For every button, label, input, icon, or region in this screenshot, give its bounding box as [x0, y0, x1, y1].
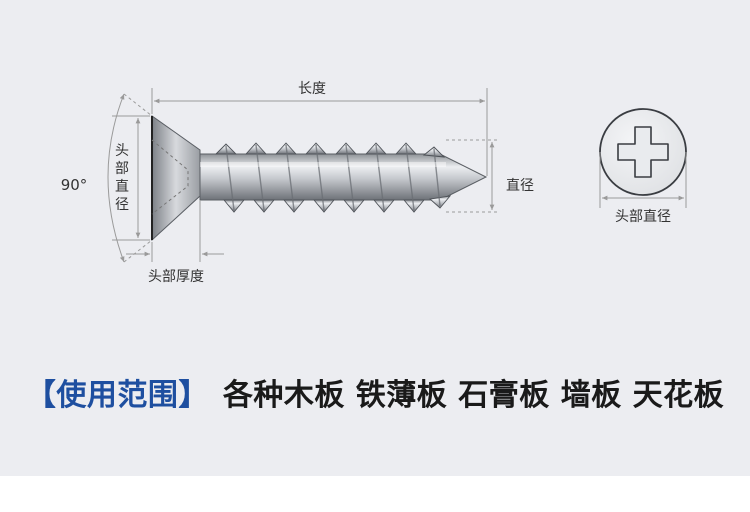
- screw-dimension-diagram: 长度 90° 头 部 直 径 头部厚度 直径 头部直径: [61, 81, 687, 285]
- usage-applications: 各种木板 铁薄板 石膏板 墙板 天花板: [222, 378, 725, 413]
- head-diameter-vertical-label: 头 部 直 径: [115, 143, 129, 213]
- phillips-cross-icon: [617, 126, 669, 178]
- head-thickness-label: 头部厚度: [148, 269, 204, 285]
- head-front-dimension: [599, 152, 687, 208]
- length-label: 长度: [298, 81, 326, 97]
- screw-thread-lines: [225, 144, 441, 211]
- screw-head-recess-dashed: [151, 139, 189, 215]
- angle-label: 90°: [61, 176, 88, 194]
- length-dimension: [151, 88, 488, 176]
- angle-dimension: [107, 93, 153, 263]
- usage-right-bracket: 】: [178, 378, 209, 413]
- head-diameter-char-4: 径: [115, 197, 129, 213]
- diameter-dimension: [446, 139, 498, 213]
- diameter-label: 直径: [506, 177, 534, 194]
- screw-side-view: [151, 115, 488, 242]
- head-thickness-dimension: [126, 200, 224, 262]
- usage-banner: 【 使用范围 】 各种木板 铁薄板 石膏板 墙板 天花板: [0, 368, 750, 416]
- head-diameter-dimension: [112, 115, 150, 241]
- head-diameter-front-label: 头部直径: [615, 208, 671, 225]
- screw-highlight: [200, 162, 446, 167]
- usage-left-bracket: 【: [25, 378, 57, 413]
- head-diameter-char-2: 部: [115, 161, 129, 177]
- head-diameter-char-3: 直: [115, 178, 129, 195]
- screw-head-front-view: 头部直径: [599, 108, 687, 225]
- screw-head-shape: [151, 115, 201, 242]
- head-diameter-char-1: 头: [115, 143, 129, 159]
- screw-shank: [199, 153, 488, 201]
- bottom-white-strip: [0, 476, 750, 512]
- usage-title: 使用范围: [56, 378, 179, 413]
